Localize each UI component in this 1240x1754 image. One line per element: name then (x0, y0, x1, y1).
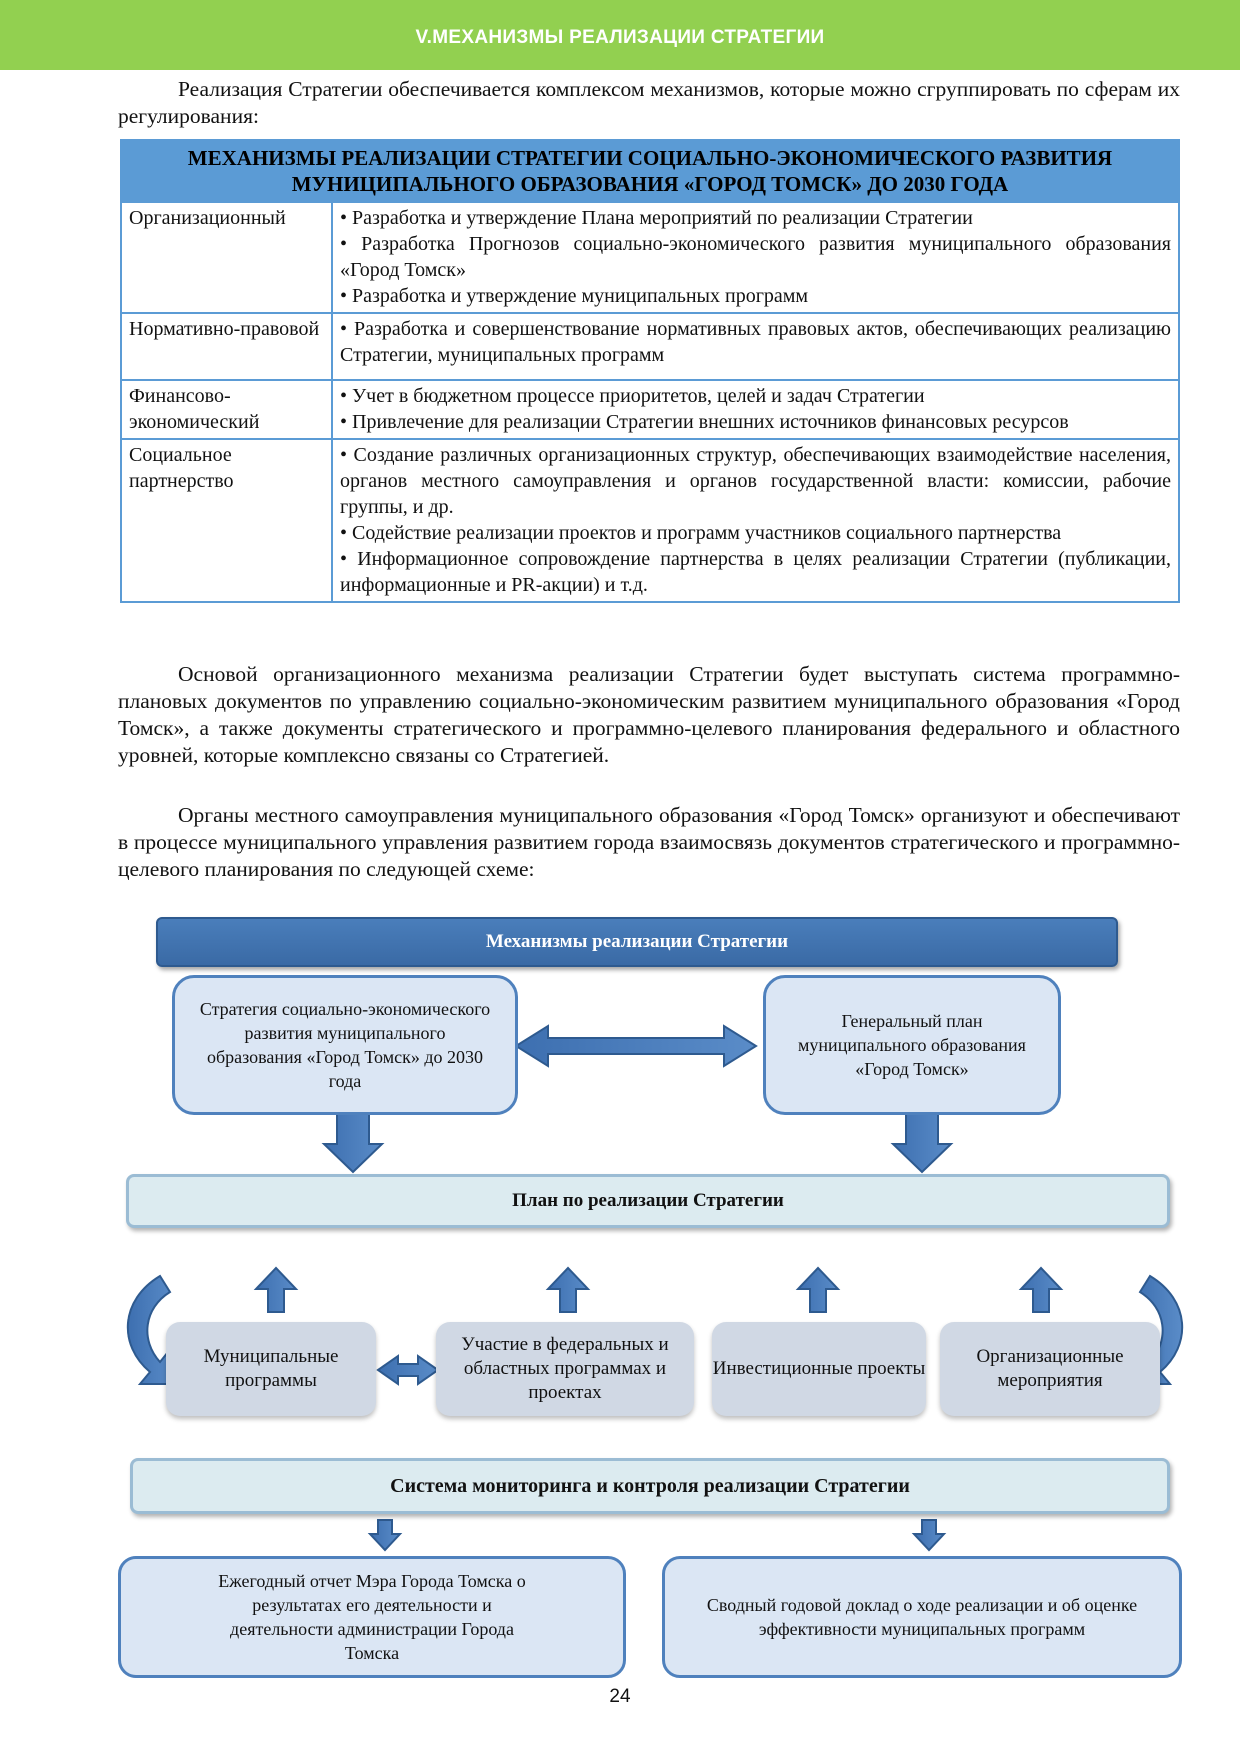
row-category: Нормативно-правовой (120, 312, 333, 381)
organizational-events-box: Организационные мероприятия (940, 1322, 1160, 1416)
plan-box: План по реализации Стратегии (126, 1174, 1170, 1228)
up-arrow-icon (1018, 1266, 1064, 1313)
table-heading: МЕХАНИЗМЫ РЕАЛИЗАЦИИ СТРАТЕГИИ СОЦИАЛЬНО… (120, 139, 1180, 203)
up-arrow-icon (253, 1266, 299, 1313)
down-arrow-icon (890, 1111, 954, 1174)
row-category: Финансово-экономический (120, 379, 333, 440)
double-arrow-icon (514, 1024, 758, 1068)
monitoring-box: Система мониторинга и контроля реализаци… (130, 1458, 1170, 1514)
mechanisms-table: МЕХАНИЗМЫ РЕАЛИЗАЦИИ СТРАТЕГИИ СОЦИАЛЬНО… (120, 139, 1180, 603)
table-row: Финансово-экономический • Учет в бюджетн… (120, 379, 1180, 440)
up-arrow-icon (545, 1266, 591, 1313)
strategy-box: Стратегия социально-экономического разви… (172, 975, 518, 1115)
section-header: V.МЕХАНИЗМЫ РЕАЛИЗАЦИИ СТРАТЕГИИ (0, 0, 1240, 70)
federal-programs-box: Участие в федеральных и областных програ… (436, 1322, 694, 1416)
investment-projects-box: Инвестиционные проекты (712, 1322, 926, 1416)
double-arrow-icon (376, 1354, 440, 1386)
row-category: Организационный (120, 201, 333, 314)
down-arrow-icon (321, 1111, 385, 1174)
row-category: Социальное партнерство (120, 438, 333, 603)
row-items: • Разработка и утверждение Плана меропри… (331, 201, 1180, 314)
section-title: V.МЕХАНИЗМЫ РЕАЛИЗАЦИИ СТРАТЕГИИ (415, 27, 825, 48)
page-number: 24 (609, 1686, 631, 1707)
intro-paragraph: Реализация Стратегии обеспечивается комп… (118, 77, 1180, 128)
row-items: • Создание различных организационных стр… (331, 438, 1180, 603)
down-arrow-icon (911, 1519, 947, 1552)
general-plan-box: Генеральный план муниципального образова… (763, 975, 1061, 1115)
paragraph-organizational-basis: Основой организационного механизма реали… (118, 662, 1180, 767)
mayor-report-box: Ежегодный отчет Мэра Города Томска о рез… (118, 1556, 626, 1678)
table-row: Организационный • Разработка и утвержден… (120, 201, 1180, 314)
table-row: Социальное партнерство • Создание различ… (120, 438, 1180, 603)
summary-report-box: Сводный годовой доклад о ходе реализации… (662, 1556, 1182, 1678)
table-row: Нормативно-правовой • Разработка и совер… (120, 312, 1180, 381)
municipal-programs-box: Муниципальные программы (166, 1322, 376, 1416)
mechanisms-title-box: Механизмы реализации Стратегии (156, 917, 1118, 967)
up-arrow-icon (795, 1266, 841, 1313)
down-arrow-icon (367, 1519, 403, 1552)
row-items: • Учет в бюджетном процессе приоритетов,… (331, 379, 1180, 440)
row-items: • Разработка и совершенствование нормати… (331, 312, 1180, 381)
paragraph-scheme-intro: Органы местного самоуправления муниципал… (118, 803, 1180, 881)
